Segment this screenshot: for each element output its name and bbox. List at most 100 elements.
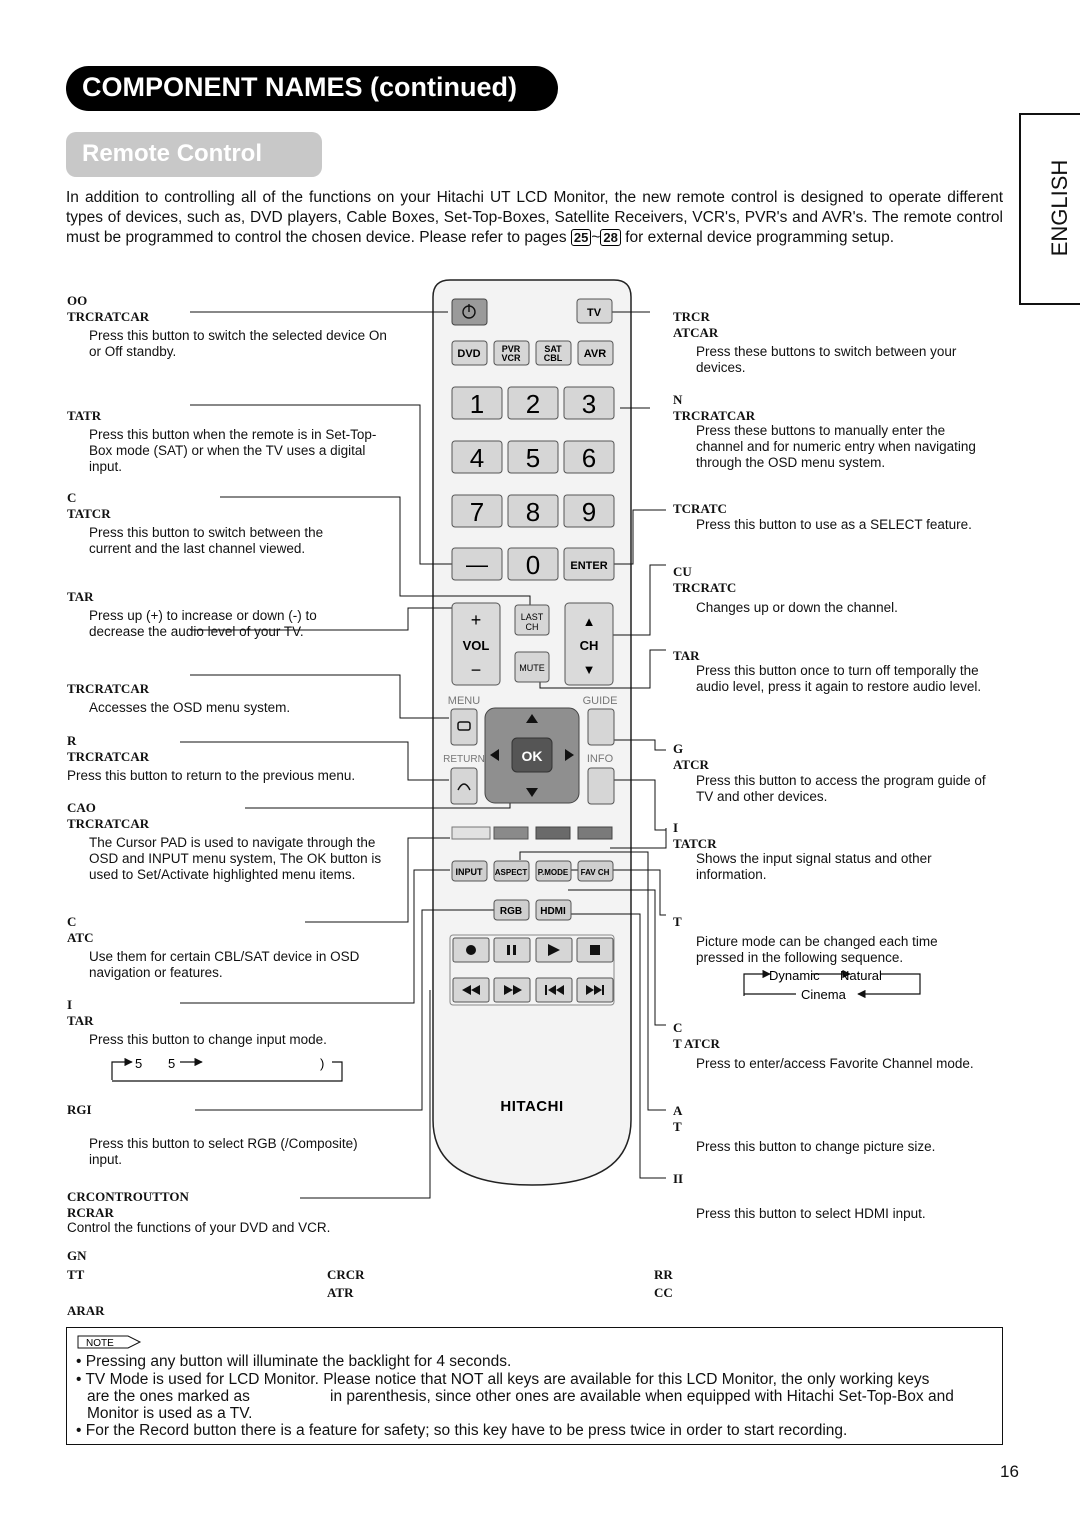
mute-button	[514, 651, 550, 683]
dash-label: —	[466, 552, 488, 577]
digit-6-button	[563, 440, 615, 474]
callout-numeric-l2: TRCRATCAR	[673, 408, 756, 423]
return-label: RETURN	[443, 754, 485, 765]
bottom-label-arar: ARAR	[67, 1303, 105, 1318]
callout-cursor-l1: CAO	[67, 800, 96, 815]
pvr-label: PVR	[502, 344, 521, 354]
menu-label: MENU	[448, 695, 480, 707]
pause-icon	[507, 945, 510, 955]
callout-ch-l1: CU	[673, 564, 692, 579]
callout-dvr-l1: CRCONTROUTTON	[67, 1189, 189, 1204]
input-label: INPUT	[456, 867, 484, 877]
note-bullet-3-text: For the Record button there is a feature…	[85, 1422, 848, 1439]
transport-panel	[449, 934, 615, 1006]
note-bullet-2-cont-b: in parenthesis, since other ones are ava…	[330, 1388, 954, 1405]
color-button-3	[535, 826, 571, 840]
input-seq-item-2: 5	[168, 1056, 175, 1071]
callout-mute-desc: Press this button once to turn off tempo…	[696, 663, 982, 694]
note-bullet-2-text: TV Mode is used for LCD Monitor. Please …	[85, 1371, 930, 1388]
callout-guide-desc: Press this button to access the program …	[696, 773, 986, 804]
pmode-natural: Natural	[840, 968, 882, 983]
pmode-cinema: Cinema	[801, 987, 847, 1002]
callout-power-desc: Press this button to switch the selected…	[89, 328, 387, 359]
callout-vol-l1: TAR	[67, 589, 94, 604]
digit-3-button	[563, 386, 615, 420]
note-bullet-2-cont-c: Monitor is used as a TV.	[87, 1405, 253, 1422]
note-box	[66, 1327, 1003, 1445]
callout-info-desc: Shows the input signal status and other …	[696, 851, 932, 882]
digit-2-button	[507, 386, 559, 420]
bottom-label-cc: CC	[654, 1285, 673, 1300]
callout-numeric-l1: N	[673, 392, 683, 407]
callout-last-l1: C	[67, 490, 77, 505]
skip-forward-icon	[586, 985, 604, 995]
skip-back-icon	[545, 985, 564, 995]
tv-button	[576, 298, 613, 324]
callout-color-desc: Use them for certain CBL/SAT device in O…	[89, 949, 360, 980]
cursor-down-icon	[526, 788, 538, 797]
page-ref-start: 25	[570, 229, 592, 246]
digit-4-button	[451, 440, 503, 474]
avr-label: AVR	[584, 348, 606, 360]
fast-forward-icon	[504, 985, 522, 995]
pmode-label: P.MODE	[538, 868, 569, 877]
title-banner	[66, 66, 558, 111]
input-seq-item-3: )	[320, 1056, 324, 1071]
vol-label: VOL	[463, 638, 490, 653]
page-title: COMPONENT NAMES (continued)	[82, 72, 517, 102]
color-button-2	[493, 826, 529, 840]
callout-cursor-desc: The Cursor PAD is used to navigate throu…	[89, 835, 382, 882]
digit-5-button	[507, 440, 559, 474]
note-bullet-3: • For the Record button there is a featu…	[76, 1422, 848, 1439]
callout-last-l2: TATCR	[67, 506, 111, 521]
color-button-4	[577, 826, 613, 840]
menu-button	[450, 708, 478, 746]
intro-text: In addition to controlling all of the fu…	[66, 189, 1003, 246]
info-button	[587, 767, 615, 805]
note-tag-label: NOTE	[86, 1338, 114, 1349]
subtitle-banner	[66, 132, 322, 177]
callout-mute-l1: TAR	[673, 648, 700, 663]
callout-power-l2: TRCRATCAR	[67, 309, 150, 324]
callout-ch-desc: Changes up or down the channel.	[696, 600, 898, 615]
hdmi-button	[535, 899, 572, 921]
return-icon	[457, 783, 471, 791]
zero-label: 0	[526, 550, 540, 580]
cursor-right-icon	[565, 749, 574, 761]
digit-2-label: 2	[526, 389, 540, 419]
last-ch-button	[514, 604, 550, 636]
ok-label: OK	[522, 748, 543, 764]
digit-7-label: 7	[470, 497, 484, 527]
callout-info-l2: TATCR	[673, 836, 717, 851]
callout-dvr-desc: Control the functions of your DVD and VC…	[67, 1220, 331, 1235]
digit-6-label: 6	[582, 443, 596, 473]
note-bullet-1-text: Pressing any button will illuminate the …	[85, 1353, 512, 1370]
callout-guide-l2: ATCR	[673, 757, 709, 772]
callout-pmode-l1: T	[673, 914, 682, 929]
callout-menu-desc: Accesses the OSD menu system.	[89, 700, 291, 715]
zero-button	[507, 547, 559, 581]
callout-aspect-l1: A	[673, 1103, 683, 1118]
avr-button	[577, 340, 614, 366]
callout-input-desc: Press this button to change input mode.	[89, 1032, 327, 1047]
intro-paragraph: In addition to controlling all of the fu…	[66, 188, 1003, 248]
callout-menu-l1: TRCRATCAR	[67, 681, 150, 696]
vcr-label: VCR	[501, 353, 521, 363]
guide-label: GUIDE	[583, 695, 618, 707]
ch-label: CH	[580, 638, 599, 653]
sat-cbl-button	[535, 340, 572, 366]
hitachi-logo: HITACHI	[500, 1098, 563, 1115]
digit-9-button	[563, 494, 615, 528]
record-icon	[466, 945, 476, 955]
favch-label: FAV CH	[581, 868, 610, 877]
callout-enter-l1: TCRATC	[673, 501, 727, 516]
callout-numeric-desc: Press these buttons to manually enter th…	[696, 423, 976, 470]
bottom-label-atr: ATR	[327, 1285, 354, 1300]
stop-icon	[590, 945, 600, 955]
pvr-vcr-button	[493, 340, 530, 366]
callout-vol-desc: Press up (+) to increase or down (-) to …	[89, 608, 317, 639]
callout-last-desc: Press this button to switch between the …	[89, 525, 324, 556]
callout-return-l1: R	[67, 733, 77, 748]
callout-aspect-desc: Press this button to change picture size…	[696, 1139, 936, 1154]
